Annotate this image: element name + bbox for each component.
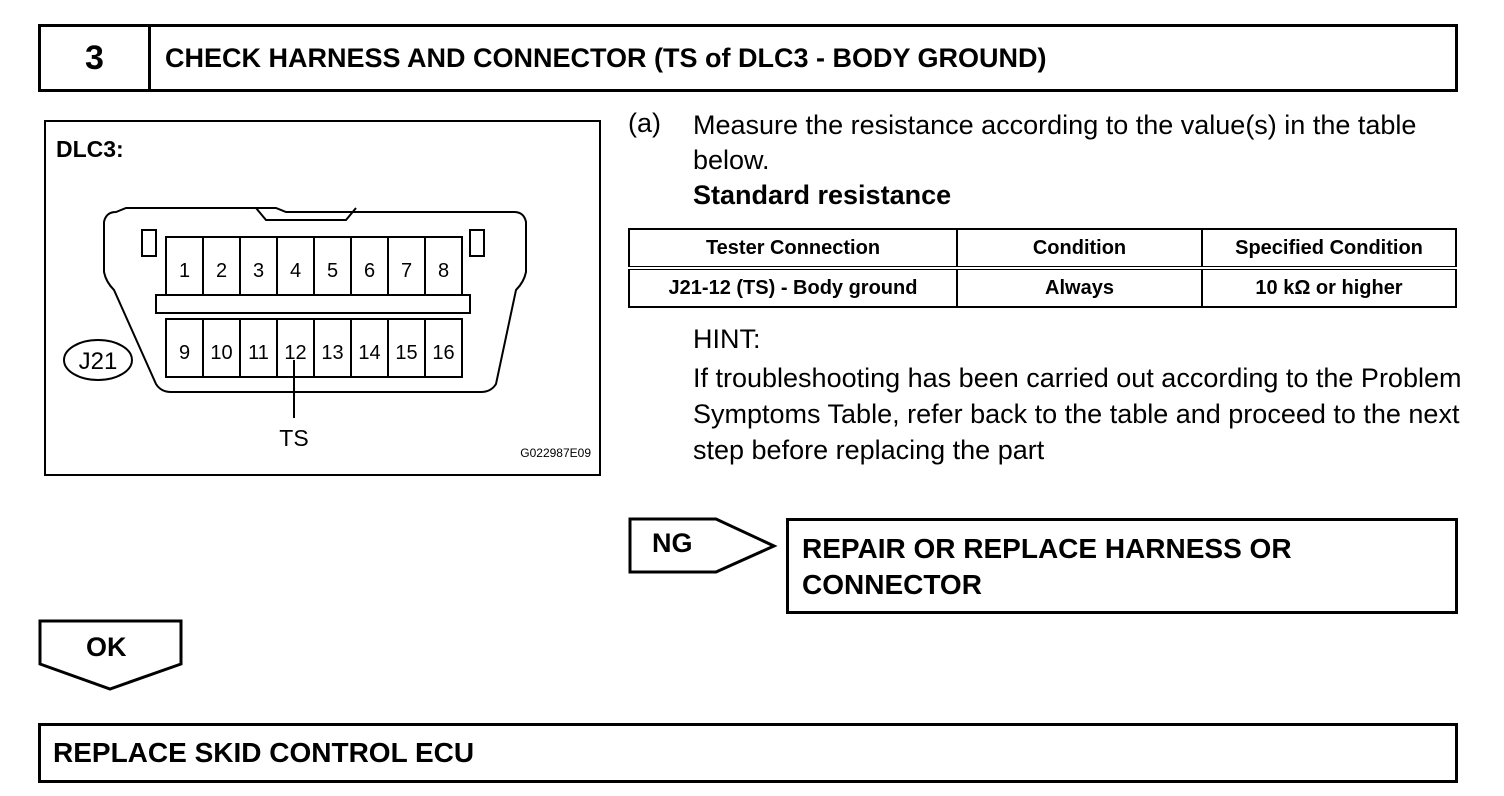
pin-label-5: 5 — [327, 260, 338, 282]
step-title: CHECK HARNESS AND CONNECTOR (TS of DLC3 … — [165, 42, 1047, 73]
diagram-label: DLC3: — [56, 136, 124, 162]
cell-specified-condition: 10 kΩ or higher — [1201, 267, 1457, 308]
left-slot — [141, 229, 157, 257]
pin-separator — [155, 294, 471, 314]
header-tester-connection: Tester Connection — [628, 228, 958, 269]
step-a-marker: (a) — [628, 108, 661, 138]
pin-label-14: 14 — [358, 342, 380, 364]
ts-callout-label: TS — [279, 425, 308, 451]
standard-resistance-title: Standard resistance — [693, 180, 952, 210]
ng-result-box: REPAIR OR REPLACE HARNESS OR CONNECTOR — [786, 518, 1458, 614]
ok-label: OK — [86, 632, 127, 662]
cell-tester-connection: J21-12 (TS) - Body ground — [628, 267, 958, 308]
pin-label-6: 6 — [364, 260, 375, 282]
step-number: 3 — [41, 27, 151, 89]
hint-label: HINT: — [693, 324, 761, 354]
pin-dividers — [202, 237, 426, 377]
hint-text: If troubleshooting has been carried out … — [693, 363, 1462, 465]
pin-label-2: 2 — [216, 260, 227, 282]
pin-label-16: 16 — [432, 342, 454, 364]
step-a-text: Measure the resistance according to the … — [693, 110, 1417, 175]
pin-label-3: 3 — [253, 260, 264, 282]
pin-label-13: 13 — [321, 342, 343, 364]
ok-arrow-icon — [38, 619, 183, 691]
header-condition: Condition — [956, 228, 1203, 269]
cell-condition: Always — [956, 267, 1203, 308]
ok-result-box: REPLACE SKID CONTROL ECU — [38, 723, 1458, 783]
pin-label-10: 10 — [210, 342, 232, 364]
header-specified-condition: Specified Condition — [1201, 228, 1457, 269]
table-row: J21-12 (TS) - Body ground Always 10 kΩ o… — [628, 267, 1457, 308]
pin-label-1: 1 — [179, 260, 190, 282]
pin-label-8: 8 — [438, 260, 449, 282]
connector-id-bubble — [63, 339, 133, 381]
connector-id: J21 — [79, 348, 118, 375]
figure-code: G022987E09 — [520, 446, 591, 460]
pin-label-15: 15 — [395, 342, 417, 364]
pin-label-9: 9 — [179, 342, 190, 364]
table-header-row: Tester Connection Condition Specified Co… — [628, 228, 1457, 269]
pin-label-12: 12 — [284, 342, 306, 364]
ng-arrow-icon — [628, 517, 778, 574]
pin-label-11: 11 — [248, 342, 269, 364]
connector-outline — [103, 207, 527, 393]
pin-label-4: 4 — [290, 260, 301, 282]
resistance-spec-table: Tester Connection Condition Specified Co… — [628, 228, 1457, 308]
pin-label-7: 7 — [401, 260, 412, 282]
ng-label: NG — [652, 528, 693, 558]
step-header: 3 CHECK HARNESS AND CONNECTOR (TS of DLC… — [38, 24, 1458, 92]
connector-latch — [255, 207, 357, 221]
right-slot — [469, 229, 485, 257]
